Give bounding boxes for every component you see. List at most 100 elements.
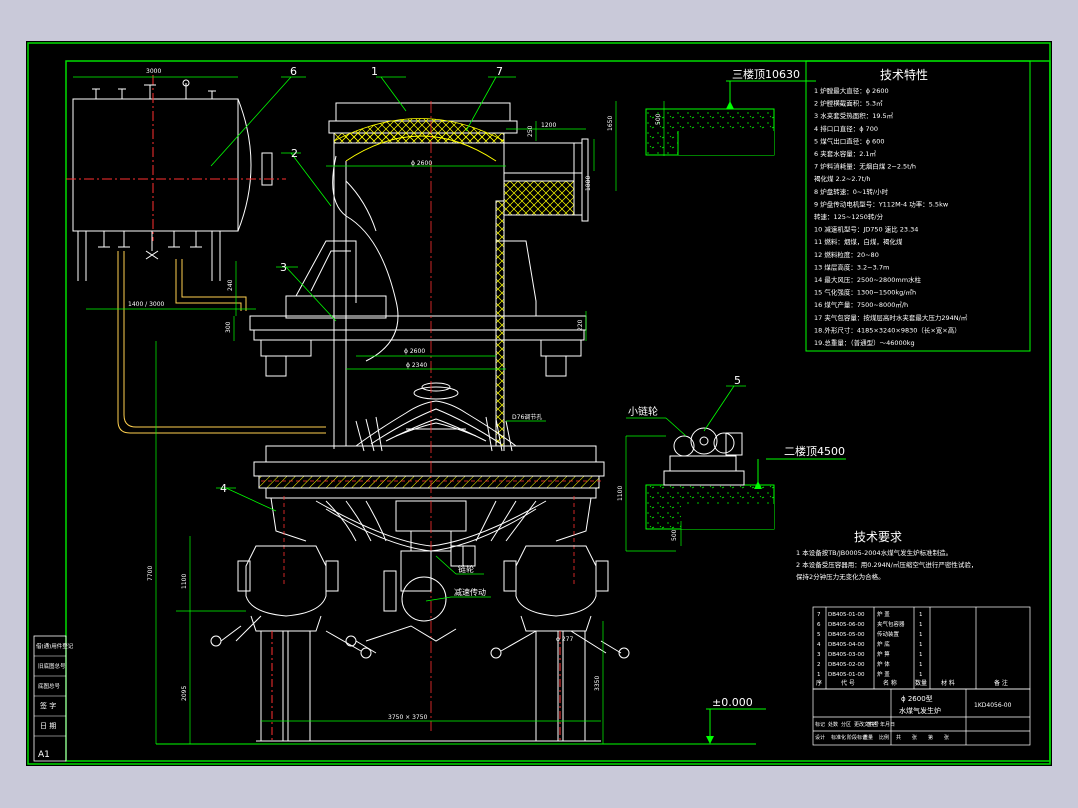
title-block-cell: 共 xyxy=(896,734,901,741)
parts-row-code: DB405-03-00 xyxy=(828,652,865,658)
tech-feature-line: 5 煤气出口直径：ϕ 600 xyxy=(814,136,884,145)
dim-300: 300 xyxy=(225,321,232,333)
parts-row-name: 夹气包容器 xyxy=(877,620,905,628)
dimension-lines xyxy=(155,101,682,744)
dim-500a: 500 xyxy=(655,113,662,125)
dim-1100b: 1100 xyxy=(617,486,624,501)
tech-req-line: 1 本设备按TB/JB0005-2004水煤气发生炉标准制造。 xyxy=(796,548,952,557)
dim-240: 240 xyxy=(227,279,234,291)
parts-row-no: 6 xyxy=(817,622,821,628)
parts-row-qty: 1 xyxy=(919,662,923,668)
steam-drum xyxy=(66,75,286,281)
part-no-3: 3 xyxy=(280,261,287,274)
parts-header-cell: 名 称 xyxy=(883,679,897,687)
tech-req-line: 2 本设备受压容器用：用0.294N/㎡压缩空气进行严密性试验， xyxy=(796,560,977,569)
title-block-cell: 设计 xyxy=(815,734,825,741)
chain-label: 链轮 xyxy=(458,564,474,574)
parts-row-code: DB405-01-00 xyxy=(828,612,865,618)
parts-header-cell: 材 料 xyxy=(941,679,955,687)
title-block-cell: 标记 xyxy=(815,721,825,728)
dim-3350: 3350 xyxy=(594,676,601,691)
tech-req-line: 保持2分钟压力无变化为合格。 xyxy=(796,572,885,581)
drawing-canvas: 借(通)用件登记 旧底图总号 底图总号 签 字 日 期 A1 三楼顶10630 … xyxy=(27,42,1051,765)
parts-row-name: 炉 底 xyxy=(877,640,890,648)
tech-feature-line: 转速：125~1250转/分 xyxy=(814,212,884,221)
title-block-cell: 签名 xyxy=(867,721,877,728)
part-no-7: 7 xyxy=(496,65,503,78)
floor2-label: 二楼顶4500 xyxy=(784,444,845,458)
parts-header-cell: 备 注 xyxy=(994,679,1008,687)
tech-feature-line: 褐化煤 2.2~2.7t/h xyxy=(814,174,871,183)
parts-row-code: DB405-06-00 xyxy=(828,622,865,628)
parts-row-code: DB405-05-00 xyxy=(828,632,865,638)
side-stamp: 借(通)用件登记 旧底图总号 底图总号 签 字 日 期 A1 xyxy=(33,635,74,762)
parts-row-name: 炉 盖 xyxy=(877,670,890,678)
tech-feature-line: 9 炉盘传动电机型号：Y112M-4 功率：5.5kw xyxy=(814,199,949,208)
tech-feature-line: 4 排口口直径：ϕ 700 xyxy=(814,124,878,133)
part-no-4: 4 xyxy=(220,482,227,495)
title-block-cell: 分区 xyxy=(841,721,851,728)
parts-row-qty: 1 xyxy=(919,652,923,658)
parts-row-name: 炉 体 xyxy=(877,660,890,668)
parts-row-name: 炉 盖 xyxy=(877,610,890,618)
title-block-cell: 张 xyxy=(912,734,917,741)
title-block-cell: 处数 xyxy=(828,721,838,728)
parts-row-no: 3 xyxy=(817,652,821,658)
gasifier-body xyxy=(249,102,605,552)
zero-label: ±0.000 xyxy=(712,696,753,709)
parts-header-cell: 数量 xyxy=(915,679,927,687)
tech-feature-line: 6 夹套水容量：2.1㎡ xyxy=(814,149,877,158)
tech-feature-line: 7 炉料消耗量：无烟白煤 2~2.5t/h xyxy=(814,162,916,171)
tech-feature-line: 11 燃料：烟煤，白煤，褐化煤 xyxy=(814,237,903,246)
parts-header-cell: 代 号 xyxy=(841,679,855,687)
tech-feature-line: 16 煤气产量：7500~8000㎥/h xyxy=(814,300,908,309)
tech-requirements: 技术要求 1 本设备按TB/JB0005-2004水煤气发生炉标准制造。2 本设… xyxy=(796,530,977,581)
tech-feature-line: 3 水夹套受热面积：19.5㎡ xyxy=(814,111,894,120)
dim-1880: 1880 xyxy=(585,176,592,191)
drive-label: 减速传动 xyxy=(454,587,486,597)
parts-table xyxy=(812,606,1031,746)
hidden-lines xyxy=(261,480,601,586)
parts-row-code: DB405-01-00 xyxy=(828,672,865,678)
dim-d-top: 3000 xyxy=(146,68,161,75)
title-block-cell: 年月日 xyxy=(880,721,895,728)
floor-slab-2: 二楼顶4500 xyxy=(645,444,846,530)
title-block-cell: 重量 xyxy=(863,734,873,741)
tech-feature-line: 14 最大风压：2500~2800mm水柱 xyxy=(814,275,922,284)
dim-3750: 3750 × 3750 xyxy=(388,714,428,721)
parts-row-no: 4 xyxy=(817,642,821,648)
part-no-2: 2 xyxy=(291,147,298,160)
drawing-sheet: 借(通)用件登记 旧底图总号 底图总号 签 字 日 期 A1 三楼顶10630 … xyxy=(26,41,1052,766)
stamp-1: 借(通)用件登记 xyxy=(36,642,74,650)
support-legs xyxy=(210,545,630,742)
stamp-3: 底图总号 xyxy=(38,682,61,690)
dim-d2340: ϕ 2340 xyxy=(406,362,427,369)
dim-2095: 2095 xyxy=(181,686,188,701)
sheet-size: A1 xyxy=(38,750,50,760)
dim-1650: 1650 xyxy=(607,116,614,131)
title-block-cell: 第 xyxy=(928,734,933,741)
stamp-4: 签 字 xyxy=(40,701,56,710)
title-block-cell: 张 xyxy=(944,734,949,741)
parts-row-qty: 1 xyxy=(919,622,923,628)
parts-header-cell: 序 xyxy=(816,679,822,687)
tech-feature-line: 2 炉膛横截面积：5.3㎡ xyxy=(814,99,883,108)
title-line1: ϕ 2600型 xyxy=(901,694,933,703)
part-leaders xyxy=(210,76,746,602)
blow-hole-label: D76调节孔 xyxy=(512,413,542,421)
drawing-frame xyxy=(27,42,1051,765)
tech-features-title: 技术特性 xyxy=(880,67,928,82)
parts-row-name: 传动装置 xyxy=(877,630,900,638)
dim-1400: 1400 / 3000 xyxy=(128,301,165,308)
parts-row-qty: 1 xyxy=(919,632,923,638)
dim-1100: 1100 xyxy=(181,574,188,589)
tech-feature-line: 18.外形尺寸：4185×3240×9830（长×宽×高） xyxy=(814,325,961,334)
dim-220: 220 xyxy=(577,319,584,331)
dim-d2600: ϕ 2600 xyxy=(404,348,425,355)
dim-1200: 1200 xyxy=(541,122,556,129)
dim-250: 250 xyxy=(527,125,534,137)
stamp-5: 日 期 xyxy=(40,722,56,730)
title-line2: 水煤气发生炉 xyxy=(899,706,941,715)
parts-row-qty: 1 xyxy=(919,642,923,648)
